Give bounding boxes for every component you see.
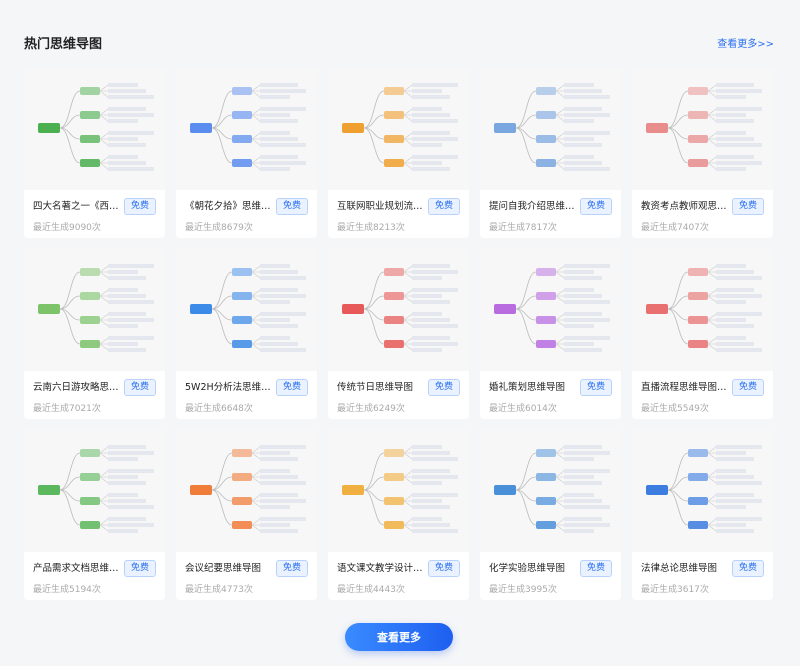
card-thumbnail[interactable] bbox=[480, 430, 621, 552]
mindmap-card[interactable]: 直播流程思维导图简约 免费 最近生成5549次 bbox=[632, 249, 773, 419]
mindmap-thumbnail bbox=[189, 264, 306, 352]
generation-count: 最近生成7817次 bbox=[489, 223, 557, 233]
free-badge: 免费 bbox=[427, 560, 460, 577]
card-title: 教资考点教师观思维导... bbox=[641, 201, 733, 212]
mindmap-card[interactable]: 产品需求文档思维导图 免费 最近生成5194次 bbox=[24, 430, 165, 600]
free-badge: 免费 bbox=[123, 560, 156, 577]
mindmap-card[interactable]: 化学实验思维导图 免费 最近生成3995次 bbox=[480, 430, 621, 600]
generation-count: 最近生成6648次 bbox=[185, 404, 253, 414]
generation-count: 最近生成5549次 bbox=[641, 404, 709, 414]
card-title: 语文课文教学设计思维... bbox=[337, 563, 429, 574]
card-thumbnail[interactable] bbox=[176, 249, 317, 371]
view-more-link[interactable]: 查看更多>> bbox=[717, 39, 774, 50]
mindmap-card[interactable]: 提问自我介绍思维导图 免费 最近生成7817次 bbox=[480, 68, 621, 238]
card-title: 5W2H分析法思维导图 bbox=[185, 382, 277, 393]
card-title: 传统节日思维导图 bbox=[337, 382, 414, 393]
free-badge: 免费 bbox=[731, 198, 764, 215]
mindmap-thumbnail bbox=[493, 445, 610, 533]
mindmap-card[interactable]: 法律总论思维导图 免费 最近生成3617次 bbox=[632, 430, 773, 600]
card-title: 婚礼策划思维导图 bbox=[489, 382, 566, 393]
generation-count: 最近生成7407次 bbox=[641, 223, 709, 233]
generation-count: 最近生成5194次 bbox=[33, 585, 101, 595]
generation-count: 最近生成8679次 bbox=[185, 223, 253, 233]
card-thumbnail[interactable] bbox=[328, 68, 469, 190]
card-title: 互联网职业规划流程图 bbox=[337, 201, 429, 212]
card-title: 法律总论思维导图 bbox=[641, 563, 718, 574]
free-badge: 免费 bbox=[731, 379, 764, 396]
mindmap-thumbnail bbox=[341, 83, 458, 171]
card-title: 直播流程思维导图简约 bbox=[641, 382, 733, 393]
mindmap-thumbnail bbox=[645, 83, 762, 171]
mindmap-card[interactable]: 传统节日思维导图 免费 最近生成6249次 bbox=[328, 249, 469, 419]
mindmap-thumbnail bbox=[493, 83, 610, 171]
card-thumbnail[interactable] bbox=[480, 68, 621, 190]
free-badge: 免费 bbox=[427, 198, 460, 215]
mindmap-thumbnail bbox=[341, 445, 458, 533]
free-badge: 免费 bbox=[275, 560, 308, 577]
free-badge: 免费 bbox=[579, 560, 612, 577]
card-thumbnail[interactable] bbox=[632, 68, 773, 190]
mindmap-thumbnail bbox=[189, 83, 306, 171]
mindmap-thumbnail bbox=[645, 264, 762, 352]
card-title: 提问自我介绍思维导图 bbox=[489, 201, 581, 212]
card-thumbnail[interactable] bbox=[24, 249, 165, 371]
mindmap-card[interactable]: 会议纪要思维导图 免费 最近生成4773次 bbox=[176, 430, 317, 600]
card-title: 四大名著之一《西游记... bbox=[33, 201, 125, 212]
card-thumbnail[interactable] bbox=[328, 430, 469, 552]
generation-count: 最近生成6014次 bbox=[489, 404, 557, 414]
card-title: 产品需求文档思维导图 bbox=[33, 563, 125, 574]
card-title: 云南六日游攻略思维导图 bbox=[33, 382, 125, 393]
card-thumbnail[interactable] bbox=[632, 430, 773, 552]
generation-count: 最近生成8213次 bbox=[337, 223, 405, 233]
free-badge: 免费 bbox=[731, 560, 764, 577]
generation-count: 最近生成7021次 bbox=[33, 404, 101, 414]
card-title: 《朝花夕拾》思维导图 bbox=[185, 201, 277, 212]
mindmap-card[interactable]: 互联网职业规划流程图 免费 最近生成8213次 bbox=[328, 68, 469, 238]
mindmap-card[interactable]: 婚礼策划思维导图 免费 最近生成6014次 bbox=[480, 249, 621, 419]
card-thumbnail[interactable] bbox=[176, 430, 317, 552]
generation-count: 最近生成6249次 bbox=[337, 404, 405, 414]
generation-count: 最近生成9090次 bbox=[33, 223, 101, 233]
free-badge: 免费 bbox=[275, 198, 308, 215]
mindmap-thumbnail bbox=[37, 445, 154, 533]
generation-count: 最近生成3617次 bbox=[641, 585, 709, 595]
card-title: 会议纪要思维导图 bbox=[185, 563, 262, 574]
free-badge: 免费 bbox=[123, 198, 156, 215]
generation-count: 最近生成4443次 bbox=[337, 585, 405, 595]
free-badge: 免费 bbox=[275, 379, 308, 396]
card-thumbnail[interactable] bbox=[24, 430, 165, 552]
mindmap-card[interactable]: 教资考点教师观思维导... 免费 最近生成7407次 bbox=[632, 68, 773, 238]
card-thumbnail[interactable] bbox=[24, 68, 165, 190]
section-title: 热门思维导图 bbox=[24, 37, 103, 52]
free-badge: 免费 bbox=[123, 379, 156, 396]
card-thumbnail[interactable] bbox=[632, 249, 773, 371]
mindmap-card[interactable]: 四大名著之一《西游记... 免费 最近生成9090次 bbox=[24, 68, 165, 238]
free-badge: 免费 bbox=[427, 379, 460, 396]
mindmap-card[interactable]: 5W2H分析法思维导图 免费 最近生成6648次 bbox=[176, 249, 317, 419]
card-thumbnail[interactable] bbox=[328, 249, 469, 371]
mindmap-card[interactable]: 《朝花夕拾》思维导图 免费 最近生成8679次 bbox=[176, 68, 317, 238]
generation-count: 最近生成3995次 bbox=[489, 585, 557, 595]
mindmap-thumbnail bbox=[37, 83, 154, 171]
card-title: 化学实验思维导图 bbox=[489, 563, 566, 574]
mindmap-thumbnail bbox=[493, 264, 610, 352]
mindmap-card[interactable]: 语文课文教学设计思维... 免费 最近生成4443次 bbox=[328, 430, 469, 600]
card-thumbnail[interactable] bbox=[176, 68, 317, 190]
mindmap-thumbnail bbox=[341, 264, 458, 352]
mindmap-grid: 四大名著之一《西游记... 免费 最近生成9090次 《朝花夕拾》思维导图 免费… bbox=[24, 68, 773, 600]
mindmap-card[interactable]: 云南六日游攻略思维导图 免费 最近生成7021次 bbox=[24, 249, 165, 419]
free-badge: 免费 bbox=[579, 198, 612, 215]
mindmap-thumbnail bbox=[645, 445, 762, 533]
mindmap-thumbnail bbox=[189, 445, 306, 533]
view-more-button[interactable]: 查看更多 bbox=[345, 623, 453, 651]
card-thumbnail[interactable] bbox=[480, 249, 621, 371]
free-badge: 免费 bbox=[579, 379, 612, 396]
mindmap-thumbnail bbox=[37, 264, 154, 352]
generation-count: 最近生成4773次 bbox=[185, 585, 253, 595]
